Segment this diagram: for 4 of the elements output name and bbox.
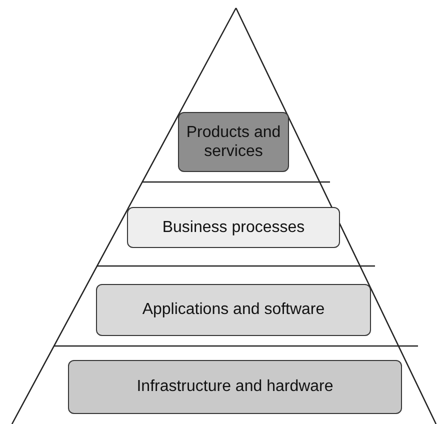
level-box: Products and services	[178, 112, 289, 172]
level-box: Business processes	[127, 207, 340, 248]
level-box: Infrastructure and hardware	[68, 360, 402, 414]
level-box: Applications and software	[96, 284, 371, 336]
